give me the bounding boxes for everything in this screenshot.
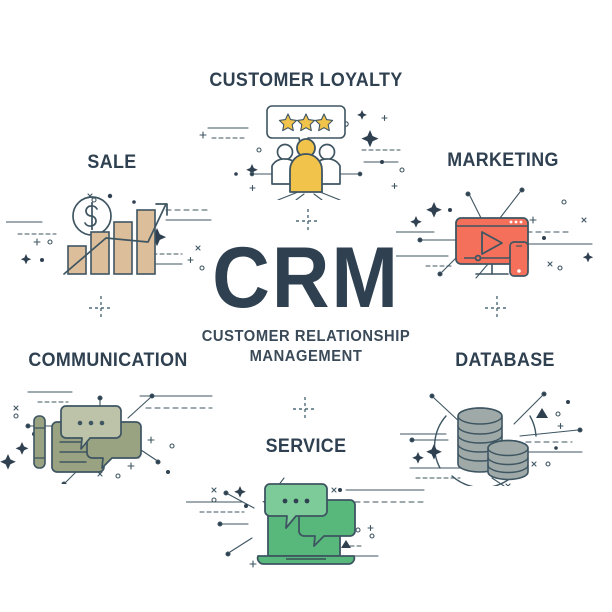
crosshair-right-icon — [484, 295, 510, 321]
node-marketing[interactable]: MARKETING — [396, 150, 610, 282]
node-label-database: DATABASE — [455, 350, 555, 371]
node-communication[interactable]: COMMUNICATION — [0, 350, 216, 484]
node-database[interactable]: DATABASE — [400, 350, 610, 486]
video-play-mobile-icon — [396, 184, 610, 282]
node-label-customer-loyalty: CUSTOMER LOYALTY — [209, 70, 403, 91]
node-label-sale: SALE — [87, 152, 137, 173]
stacked-database-disks-icon — [400, 386, 610, 486]
crm-expansion-line-1: CUSTOMER RELATIONSHIP — [201, 327, 411, 345]
node-label-communication: COMMUNICATION — [28, 350, 188, 371]
dollar-bar-chart-growth-icon — [6, 184, 218, 276]
node-service[interactable]: SERVICE — [186, 436, 426, 574]
node-customer-loyalty[interactable]: CUSTOMER LOYALTY — [186, 70, 426, 200]
crosshair-left-icon — [88, 295, 114, 321]
node-sale[interactable]: SALE — [6, 152, 218, 276]
crosshair-bottom-icon — [292, 396, 318, 422]
node-label-marketing: MARKETING — [447, 150, 559, 171]
crosshair-top-icon — [295, 208, 321, 234]
node-label-service: SERVICE — [265, 436, 347, 457]
laptop-chat-support-icon — [186, 468, 426, 574]
chat-bubbles-document-pen-icon — [0, 384, 216, 484]
people-rating-stars-icon — [186, 100, 426, 200]
